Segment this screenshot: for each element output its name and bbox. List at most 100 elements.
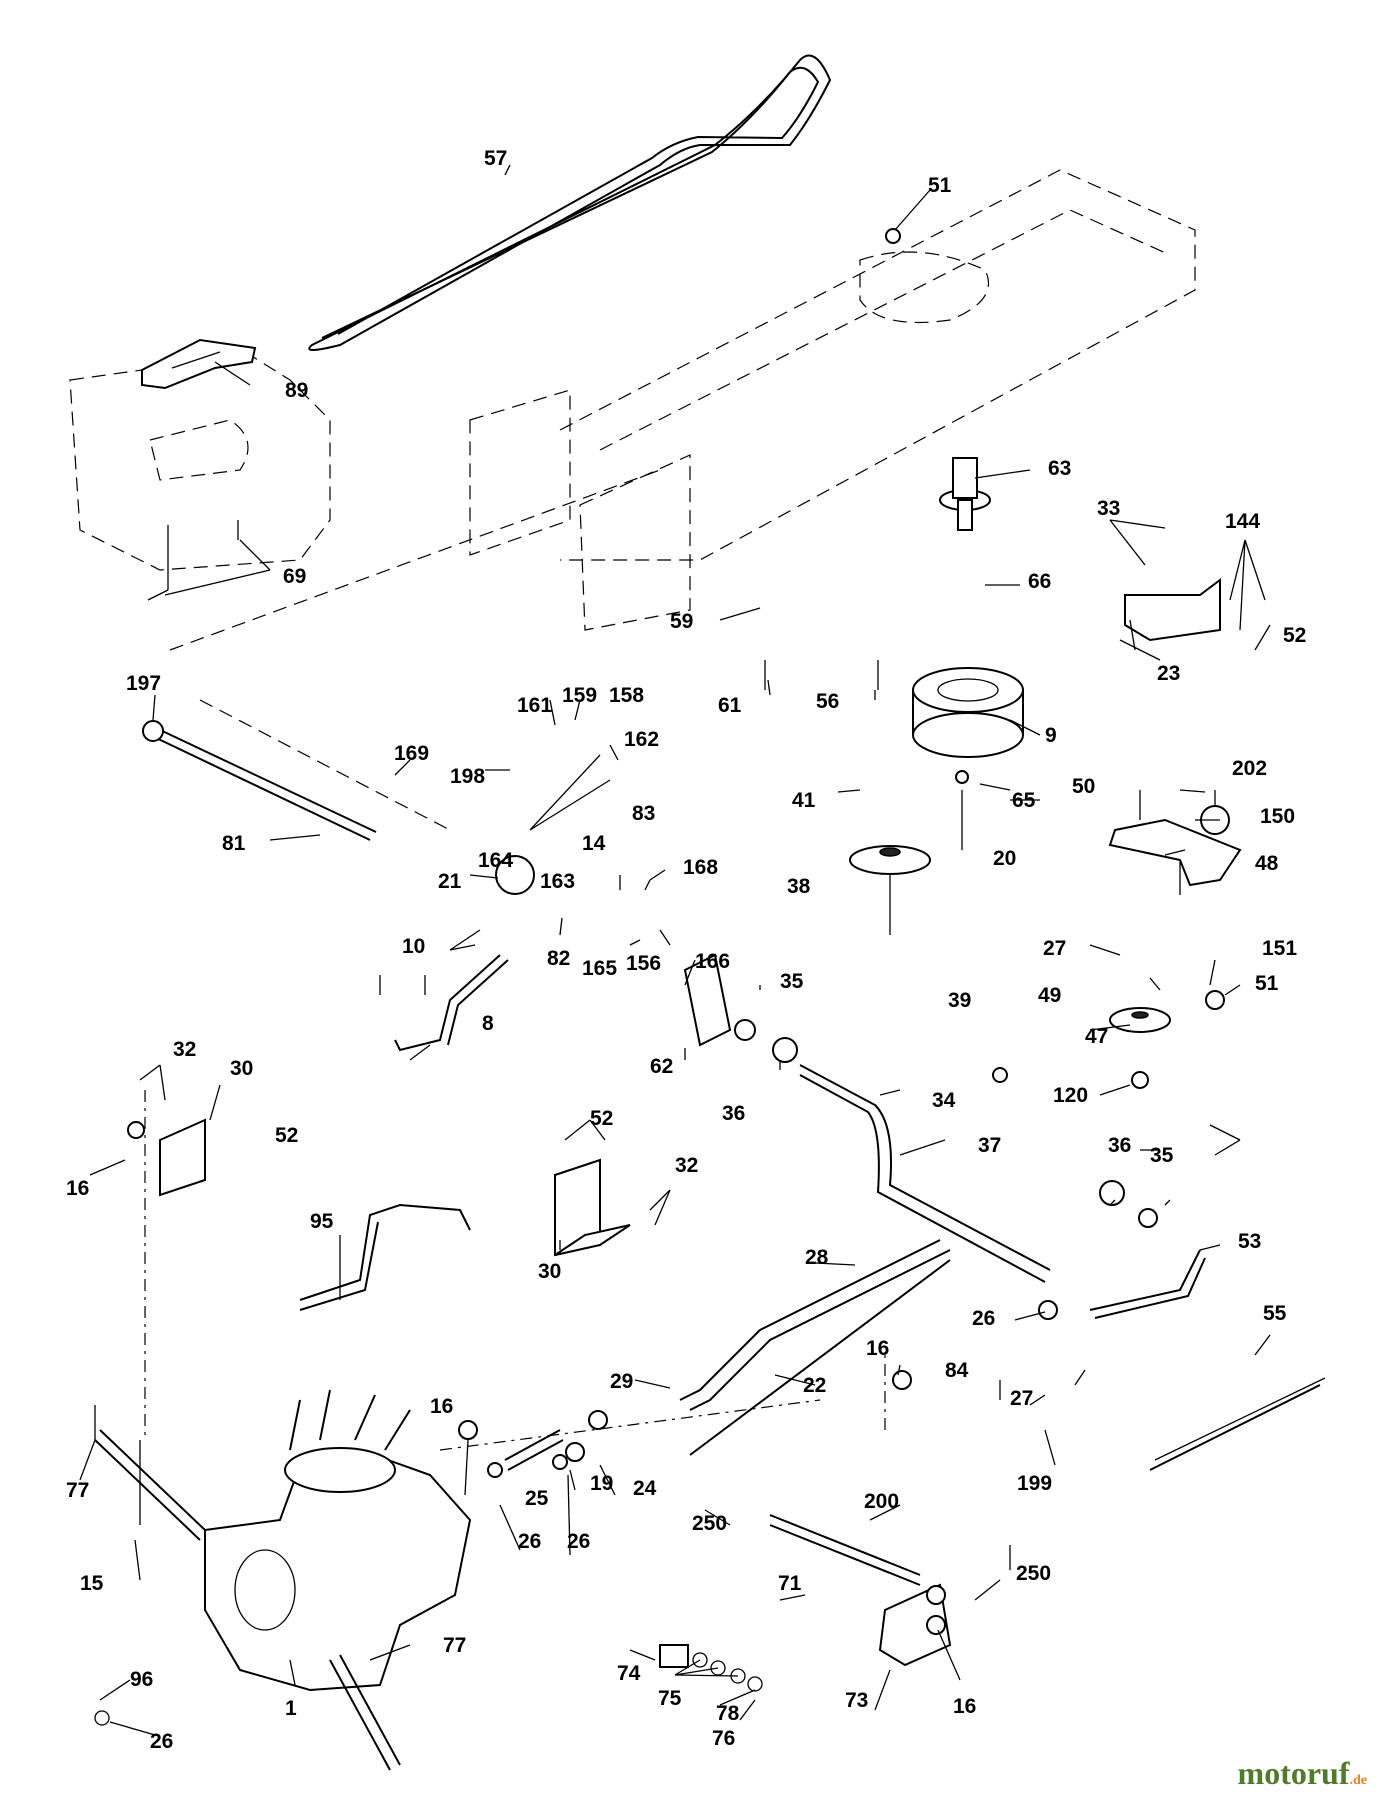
label-144: 144 (1225, 510, 1260, 533)
label-16c: 16 (430, 1395, 453, 1418)
lever-71 (769, 1514, 921, 1586)
label-47: 47 (1085, 1025, 1108, 1048)
label-16b: 16 (866, 1337, 889, 1360)
frame-outline (69, 169, 1196, 831)
label-89: 89 (285, 379, 308, 402)
label-14: 14 (582, 832, 606, 855)
watermark-brand: motoruf (1237, 1755, 1350, 1791)
label-8: 8 (482, 1012, 494, 1035)
label-51b: 51 (1255, 972, 1279, 995)
label-63: 63 (1048, 457, 1071, 480)
label-71: 71 (778, 1572, 802, 1595)
lever-8 (394, 855, 535, 1052)
label-77b: 77 (443, 1634, 466, 1657)
label-33: 33 (1097, 497, 1120, 520)
label-21: 21 (438, 870, 462, 893)
label-161: 161 (517, 694, 552, 717)
label-37: 37 (978, 1134, 1001, 1157)
label-39: 39 (948, 989, 971, 1012)
label-29: 29 (610, 1370, 633, 1393)
label-61: 61 (718, 694, 742, 717)
label-36b: 36 (1108, 1134, 1131, 1157)
spindle-pulley (939, 457, 991, 531)
label-120: 120 (1053, 1084, 1088, 1107)
label-73: 73 (845, 1689, 868, 1712)
label-10: 10 (402, 935, 425, 958)
label-74: 74 (617, 1662, 641, 1685)
label-168: 168 (683, 856, 718, 879)
label-62: 62 (650, 1055, 673, 1078)
label-16d: 16 (953, 1695, 976, 1718)
watermark-logo: motoruf.de (1238, 1755, 1367, 1792)
label-36: 36 (722, 1102, 745, 1125)
label-164: 164 (478, 849, 513, 872)
label-198: 198 (450, 765, 485, 788)
label-56: 56 (816, 690, 839, 713)
leader-lines (79, 164, 1271, 1736)
rod-34 (799, 1064, 1051, 1283)
label-48: 48 (1255, 852, 1279, 875)
label-159: 159 (562, 684, 597, 707)
label-200: 200 (864, 1490, 899, 1513)
label-32: 32 (173, 1038, 196, 1061)
label-50: 50 (1072, 775, 1095, 798)
label-19: 19 (590, 1472, 613, 1495)
drive-belt (308, 54, 832, 351)
label-52c: 52 (275, 1124, 298, 1147)
label-84: 84 (945, 1359, 969, 1382)
label-25: 25 (525, 1487, 549, 1510)
label-77: 77 (66, 1479, 89, 1502)
hardware (94, 228, 1230, 1726)
label-166: 166 (695, 950, 730, 973)
rod-95 (299, 1203, 471, 1311)
label-38: 38 (787, 875, 811, 898)
label-41: 41 (792, 789, 816, 812)
label-24: 24 (633, 1477, 657, 1500)
transaxle (94, 1389, 472, 1771)
label-27b: 27 (1010, 1387, 1033, 1410)
label-250b: 250 (1016, 1562, 1051, 1585)
label-20: 20 (993, 847, 1016, 870)
label-197: 197 (126, 672, 161, 695)
bracket-30-center (554, 1158, 631, 1257)
label-52: 52 (1283, 624, 1306, 647)
spring-55 (1149, 1377, 1326, 1471)
label-57: 57 (484, 147, 507, 170)
label-32b: 32 (675, 1154, 698, 1177)
label-96: 96 (130, 1668, 153, 1691)
label-81: 81 (222, 832, 246, 855)
label-1: 1 (285, 1697, 297, 1720)
idler-pulley-38 (849, 845, 931, 875)
bracket-23 (1124, 578, 1221, 651)
label-15: 15 (80, 1572, 104, 1595)
label-26b: 26 (518, 1530, 541, 1553)
label-30b: 30 (538, 1260, 561, 1283)
label-28: 28 (805, 1246, 829, 1269)
label-66: 66 (1028, 570, 1051, 593)
label-27: 27 (1043, 937, 1066, 960)
label-9: 9 (1045, 724, 1057, 747)
label-151: 151 (1262, 937, 1297, 960)
label-165: 165 (582, 957, 617, 980)
label-69: 69 (283, 565, 306, 588)
label-16: 16 (66, 1177, 89, 1200)
label-53: 53 (1238, 1230, 1261, 1253)
label-26c: 26 (567, 1530, 590, 1553)
label-78: 78 (716, 1702, 740, 1725)
label-163: 163 (540, 870, 575, 893)
label-162: 162 (624, 728, 659, 751)
electric-clutch (912, 667, 1024, 758)
fender-cap (141, 338, 257, 390)
label-34: 34 (932, 1089, 956, 1112)
label-23: 23 (1157, 662, 1180, 685)
rod-53 (1089, 1249, 1206, 1319)
rod-22 (689, 1259, 951, 1456)
label-55: 55 (1263, 1302, 1287, 1325)
label-59: 59 (670, 610, 693, 633)
label-35: 35 (780, 970, 804, 993)
label-30: 30 (230, 1057, 253, 1080)
idler-pulley-47 (1109, 1007, 1171, 1033)
label-65: 65 (1012, 789, 1036, 812)
label-250: 250 (692, 1512, 727, 1535)
